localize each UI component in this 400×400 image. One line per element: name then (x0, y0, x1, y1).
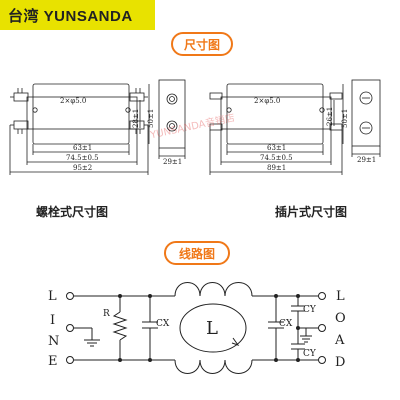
left-screw-terminals-left (10, 88, 29, 134)
inductor-coil-top (174, 282, 253, 297)
inductor-label: L (206, 318, 218, 339)
load-letter-d: D (335, 355, 345, 370)
left-mount-hole-left (32, 107, 38, 113)
right-drawing (209, 79, 381, 175)
inductor-core (179, 303, 247, 353)
inductor-arrow (231, 337, 240, 346)
load-letter-l: L (336, 289, 345, 304)
left-mount-hole-right (125, 107, 131, 113)
inductor-coil-bottom (174, 359, 253, 374)
left-dim-63: 63±1 (73, 144, 92, 152)
line-letter-e: E (48, 354, 58, 369)
left-dim-95: 95±2 (73, 164, 92, 172)
tab-type-caption: 插片式尺寸图 (275, 205, 348, 219)
left-dim-50: 50±1 (147, 109, 155, 128)
right-filter-body (226, 83, 324, 145)
cap-cx-right-label: CX (279, 319, 293, 329)
left-side-terminal-bottom (166, 120, 178, 132)
left-side-view (158, 79, 186, 149)
line-letter-n: N (48, 334, 59, 349)
cap-cy-top-label: CY (303, 305, 317, 315)
right-dim-89: 89±1 (267, 164, 286, 172)
load-letter-o: O (335, 311, 346, 326)
right-mount-hole-left (226, 107, 232, 113)
right-flange (220, 96, 332, 130)
right-tabs-left (209, 92, 223, 131)
resistor-label: R (103, 309, 110, 319)
right-dim-63: 63±1 (267, 144, 286, 152)
line-terminal-bottom (66, 356, 74, 364)
cap-cx-left-label: CX (156, 319, 170, 329)
right-dim-50: 50±1 (341, 109, 349, 128)
brand-text: 台湾 YUNSANDA (8, 7, 133, 25)
right-side-terminal-top (359, 91, 373, 105)
left-side-terminal-top (166, 93, 178, 105)
right-side-terminal-bottom (359, 121, 373, 135)
circuit-title-pill: 线路图 (164, 241, 230, 265)
left-dim-28: 28±1 (132, 109, 140, 128)
left-dim-745: 74.5±0.5 (66, 154, 99, 162)
line-terminal-mid (66, 324, 74, 332)
resistor-r (112, 311, 128, 341)
brand-badge: 台湾 YUNSANDA (0, 0, 155, 30)
circuit-diagram (66, 282, 326, 374)
right-dim-745: 74.5±0.5 (260, 154, 293, 162)
right-hole-label: 2×φ5.0 (254, 97, 280, 105)
right-mount-hole-right (319, 107, 325, 113)
dimensions-title-pill: 尺寸图 (171, 32, 233, 56)
left-hole-label: 2×φ5.0 (60, 97, 86, 105)
right-dim-29: 29±1 (357, 156, 376, 164)
load-letter-a: A (334, 333, 345, 348)
line-terminal-top (66, 292, 74, 300)
circuit-title: 线路图 (178, 246, 215, 261)
left-filter-body (32, 83, 130, 145)
load-terminal-top (318, 292, 326, 300)
left-dim-29: 29±1 (163, 158, 182, 166)
junction-dots (118, 294, 300, 362)
line-letter-l: L (48, 289, 57, 304)
right-dim-26: 26±1 (326, 107, 334, 126)
dimensions-title: 尺寸图 (183, 37, 220, 52)
left-drawing (9, 79, 186, 175)
right-side-view (351, 79, 381, 147)
cap-cy-bottom-label: CY (303, 349, 317, 359)
shop-watermark: YUNSANDA音销店 (148, 111, 236, 142)
load-terminal-bottom (318, 356, 326, 364)
left-flange (26, 96, 138, 130)
line-letter-i: I (50, 313, 55, 328)
right-tabs-right (329, 92, 343, 131)
screw-type-caption: 螺栓式尺寸图 (36, 205, 109, 219)
load-terminal-mid (318, 324, 326, 332)
